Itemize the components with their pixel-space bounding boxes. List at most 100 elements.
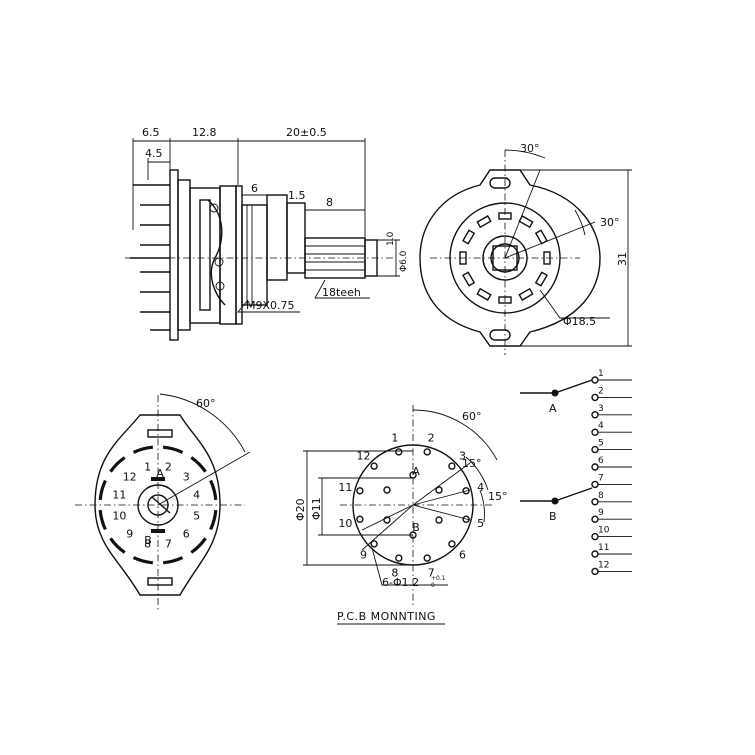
rear-pole-a: A <box>156 467 164 480</box>
rear-pin-label: 6 <box>183 527 190 540</box>
schematic-contact-label: 7 <box>598 473 604 483</box>
pcb-hole <box>423 448 431 456</box>
rear-contact-segment <box>98 479 107 501</box>
rear-pin-label: 12 <box>123 471 137 484</box>
dim-1-5: 1.5 <box>288 189 306 202</box>
rear-pole-b: B <box>144 534 152 547</box>
pcb-pin-label: 7 <box>428 567 435 580</box>
rear-pin-label: 3 <box>183 471 190 484</box>
pcb-holes-label: 6-Φ1.2 <box>382 576 419 589</box>
schematic-contact-label: 8 <box>598 491 604 501</box>
pcb-angle-15a: 15° <box>462 457 482 470</box>
schematic-contact-label: 9 <box>598 508 604 518</box>
pcb-hole <box>356 487 364 495</box>
pcb-hole <box>356 515 364 523</box>
rear-contact-segment <box>162 556 184 565</box>
rear-contact-segment <box>209 479 218 501</box>
schematic-contact-label: 11 <box>598 543 609 553</box>
front-slot <box>534 271 548 287</box>
pcb-pin-label: 5 <box>477 517 484 530</box>
schematic-contact-label: 2 <box>598 386 604 396</box>
front-height: 31 <box>616 252 629 266</box>
pcb-pole-a: A <box>412 465 420 478</box>
pcb-dia-20: Φ20 <box>294 498 307 521</box>
front-angle-top: 30° <box>520 142 540 155</box>
rear-pin-label: 11 <box>112 489 126 502</box>
rear-contact-segment <box>109 537 126 554</box>
schematic-contact-label: 6 <box>598 456 604 466</box>
rear-contact-segment <box>162 445 184 454</box>
thread-label: M9X0.75 <box>246 299 295 312</box>
pcb-hole <box>370 540 378 548</box>
schematic-contact-label: 4 <box>598 421 604 431</box>
dim-4-5: 4.5 <box>145 147 163 160</box>
pcb-pin-label: 11 <box>338 481 352 494</box>
pcb-hole <box>462 487 470 495</box>
front-slot <box>518 287 534 301</box>
pcb-pole-b: B <box>412 521 420 534</box>
pcb-hole <box>448 462 456 470</box>
front-slot <box>476 287 492 301</box>
rear-pin-label: 10 <box>112 509 126 522</box>
pcb-angle-15b: 15° <box>488 490 508 503</box>
dim-12-8: 12.8 <box>192 126 217 139</box>
pcb-hole <box>448 540 456 548</box>
pcb-pin-label: 9 <box>360 549 367 562</box>
pcb-pin-label: 12 <box>357 450 371 463</box>
rear-contact-segment <box>132 556 154 565</box>
dim-6: 6 <box>251 182 258 195</box>
schematic-pole-b: B <box>549 510 557 523</box>
schematic-contact-label: 5 <box>598 439 604 449</box>
pcb-hole <box>370 462 378 470</box>
rear-angle: 60° <box>196 397 216 410</box>
pcb-hole <box>395 448 403 456</box>
schematic-contact-label: 3 <box>598 404 604 414</box>
rear-pin-label: 1 <box>144 460 151 473</box>
pcb-pin-label: 3 <box>459 450 466 463</box>
rear-contact-segment <box>98 509 107 531</box>
front-slot <box>476 215 492 229</box>
pcb-hole <box>462 515 470 523</box>
schematic-contact-label: 10 <box>598 526 610 536</box>
pcb-inner-hole <box>435 516 443 524</box>
dim-phi-6: Φ6.0 <box>399 250 409 272</box>
front-slot <box>462 271 476 287</box>
rear-pin-label: 4 <box>193 489 200 502</box>
teeth-label: 18teeh <box>322 286 361 299</box>
dim-6-5: 6.5 <box>142 126 160 139</box>
pcb-inner-hole <box>383 486 391 494</box>
schematic-contact-label: 1 <box>598 369 604 379</box>
rear-pin-label: 7 <box>165 538 172 551</box>
dim-8: 8 <box>326 196 333 209</box>
pcb-pin-label: 6 <box>459 549 466 562</box>
pcb-hole <box>423 554 431 562</box>
pcb-dia-11: Φ11 <box>310 497 323 520</box>
rear-contact-segment <box>190 537 207 554</box>
pcb-pin-label: 8 <box>391 567 398 580</box>
rear-contact-segment <box>209 509 218 531</box>
rear-pin-label: 8 <box>144 538 151 551</box>
front-angle-right: 30° <box>600 216 620 229</box>
pcb-inner-hole <box>435 486 443 494</box>
pcb-pin-label: 1 <box>391 431 398 444</box>
pcb-tol-zero: 0 <box>431 582 435 589</box>
rear-pin-label: 5 <box>193 509 200 522</box>
side-view: 6.5 12.8 20±0.5 4.5 <box>125 126 409 341</box>
rear-contact-segment <box>132 445 154 454</box>
pcb-inner-hole <box>383 516 391 524</box>
schematic-pole-a: A <box>549 402 557 415</box>
pcb-title: P.C.B MONNTING <box>337 610 436 623</box>
dim-1-0: 1.0 <box>386 231 396 246</box>
front-view: 30° 30° Φ18.5 31 <box>419 142 632 355</box>
pcb-hole <box>395 554 403 562</box>
front-diameter: Φ18.5 <box>563 315 596 328</box>
pcb-pin-label: 4 <box>477 481 484 494</box>
rear-contact-segment <box>109 456 126 473</box>
